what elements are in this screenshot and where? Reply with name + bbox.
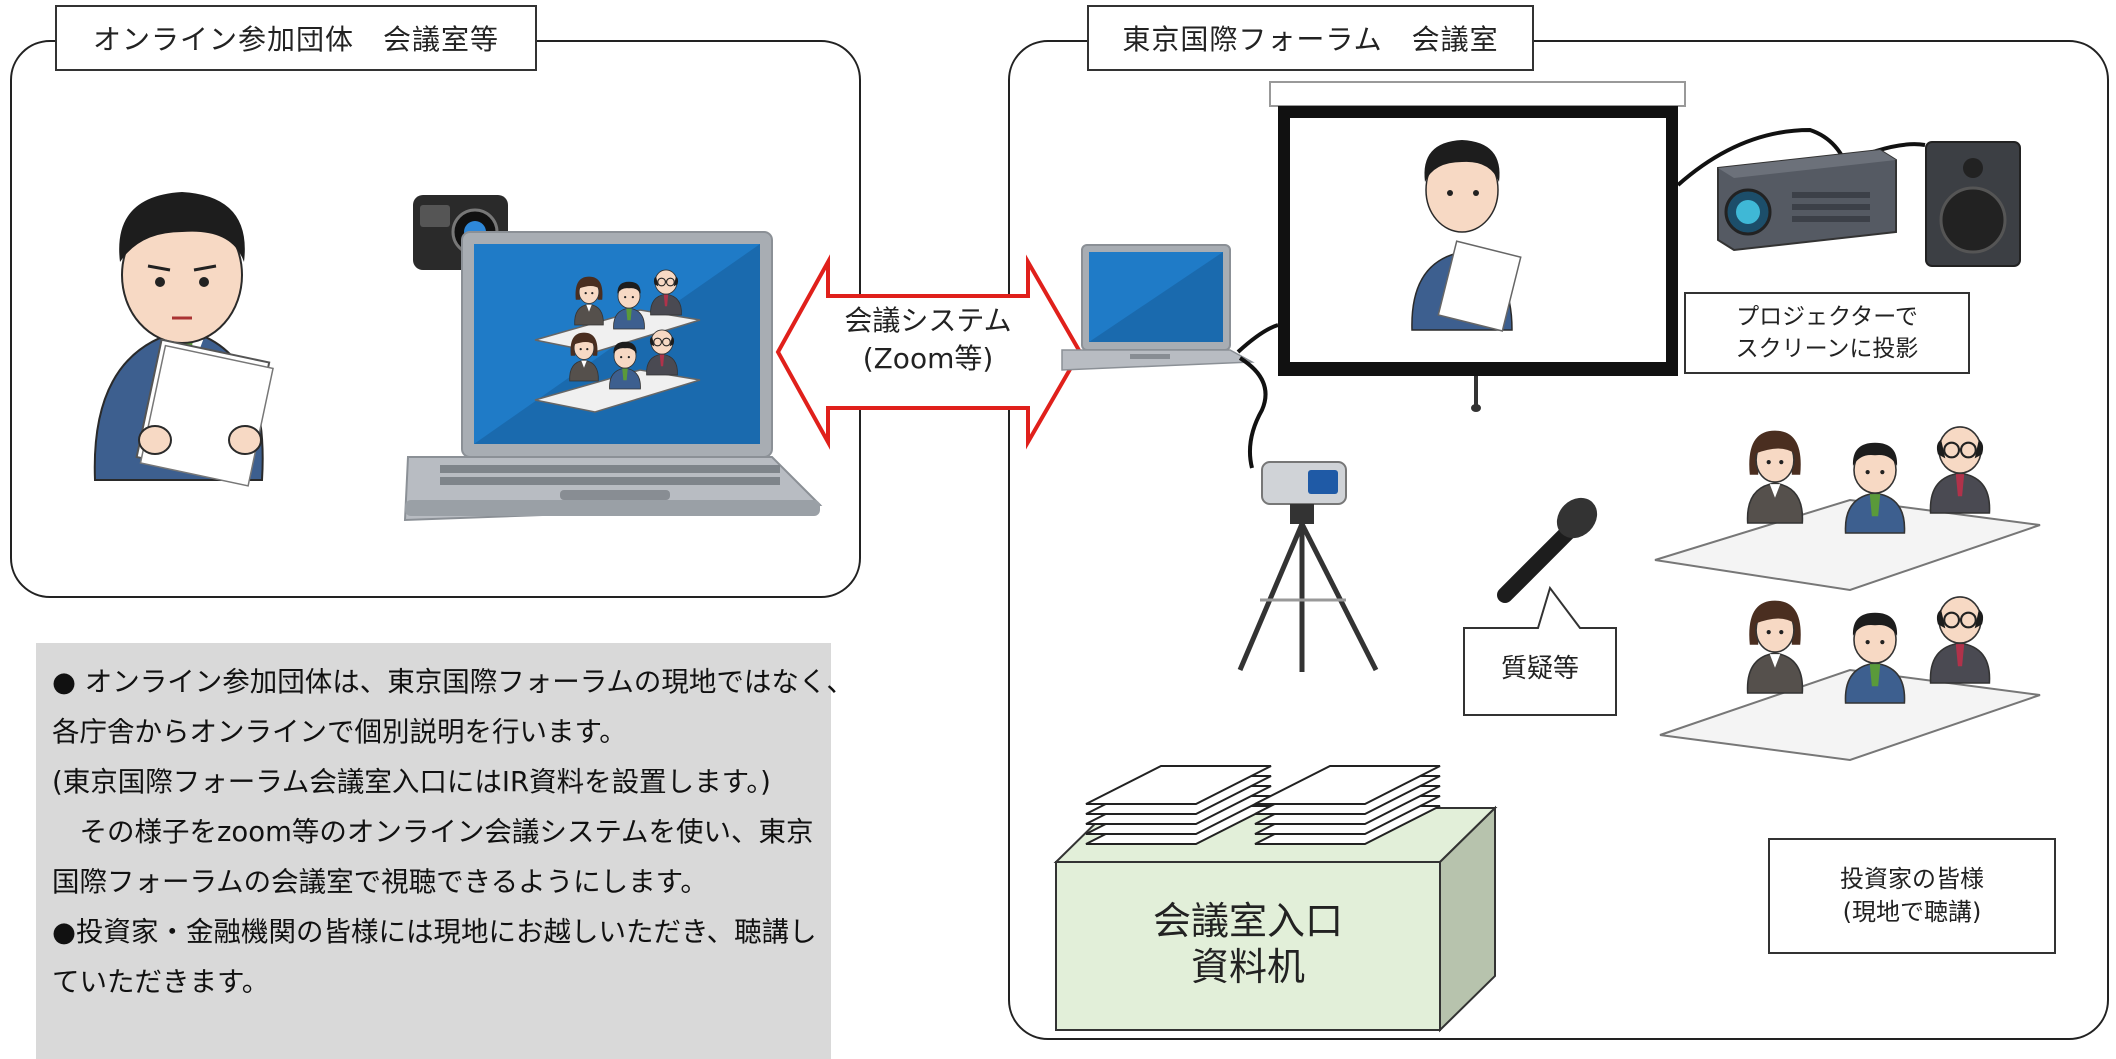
- notes-line-5: 国際フォーラムの会議室で視聴できるようにします。: [52, 866, 708, 898]
- projector: [1717, 148, 1897, 252]
- projection-screen: [1269, 81, 1686, 412]
- laptop-right: [1061, 244, 1255, 371]
- microphone: [1497, 497, 1598, 603]
- laptop-left: [403, 231, 823, 522]
- notes-line-8: ていただきます。: [52, 966, 270, 998]
- desk-label: 会議室入口 資料机: [1056, 898, 1440, 990]
- notes-line-2: 各庁舎からオンラインで個別説明を行います。: [52, 716, 627, 748]
- tokyo-forum-panel-title: 東京国際フォーラム 会議室: [1087, 5, 1534, 71]
- presenter-figure: [93, 192, 274, 487]
- question-bubble-shape: [1463, 585, 1617, 716]
- explanation-notes: ● オンライン参加団体は、東京国際フォーラムの現地ではなく、 各庁舎からオンライ…: [36, 643, 854, 1059]
- projector-note-line2: スクリーンに投影: [1735, 336, 1919, 362]
- zoom-arrow-label-line1: 会議システム: [844, 304, 1012, 337]
- document-desk: [1053, 765, 1498, 1033]
- projector-note-line1: プロジェクターで: [1736, 304, 1918, 330]
- zoom-arrow-label-line2: (Zoom等): [862, 342, 994, 375]
- investors-note-line2: (現地で聴講): [1842, 898, 1982, 926]
- notes-line-3: (東京国際フォーラム会議室入口にはIR資料を設置します。): [52, 766, 771, 798]
- online-participants-panel-title: オンライン参加団体 会議室等: [55, 5, 537, 71]
- desk-label-line1: 会議室入口: [1152, 899, 1343, 943]
- speaker: [1925, 141, 2021, 267]
- projector-note: プロジェクターで スクリーンに投影: [1684, 292, 1970, 374]
- investors-note: 投資家の皆様 (現地で聴講): [1768, 838, 2056, 954]
- zoom-arrow-label: 会議システム (Zoom等): [828, 302, 1028, 378]
- notes-line-1: ● オンライン参加団体は、東京国際フォーラムの現地ではなく、: [52, 666, 854, 698]
- question-bubble-label: 質疑等: [1500, 654, 1579, 684]
- notes-line-4: その様子をzoom等のオンライン会議システムを使い、東京: [52, 816, 814, 848]
- notes-line-7: ●投資家・金融機関の皆様には現地にお越しいただき、聴講し: [52, 916, 817, 948]
- video-camera-tripod: [1237, 461, 1379, 672]
- desk-label-line2: 資料机: [1190, 945, 1305, 989]
- investors-note-line1: 投資家の皆様: [1840, 865, 1984, 893]
- investor-audience: [1654, 425, 2041, 762]
